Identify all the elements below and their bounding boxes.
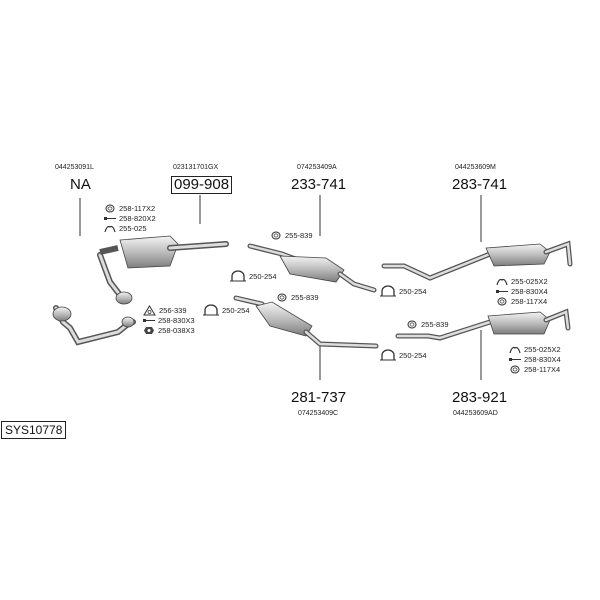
fitting-item[interactable]: 255-839 (406, 320, 449, 329)
part-number-na: NA (70, 176, 91, 193)
middle-silencer-top (247, 243, 377, 293)
part-number-cat[interactable]: 099-908 (171, 176, 233, 194)
ring-clamp-icon (510, 365, 520, 374)
fitting-label: 258-117X2 (119, 204, 156, 213)
hanger-icon (509, 346, 521, 354)
bolt-icon (496, 290, 508, 293)
fitting-item[interactable]: 255-025X2 (509, 345, 561, 354)
fitting-item[interactable]: 258-830X4 (496, 287, 548, 296)
fitting-item[interactable]: 258-038X3 (143, 326, 195, 335)
fitting-item[interactable]: 255-025 (104, 224, 147, 233)
oem-number-mid-bottom: 074253409C (298, 410, 339, 417)
ring-clamp-icon (271, 231, 281, 240)
fitting-item[interactable]: 258-830X3 (143, 316, 195, 325)
bolt-icon (509, 358, 521, 361)
rear-silencer-bottom (395, 308, 571, 341)
fitting-label: 255-839 (421, 320, 449, 329)
oem-number-mid-top: 074253409A (297, 164, 337, 171)
fitting-label: 250-254 (249, 271, 277, 281)
u-clamp-icon (380, 349, 396, 361)
triangle-gasket-icon (143, 305, 156, 316)
fitting-label: 258-117X4 (524, 365, 561, 374)
oem-number-na: 044253091L (55, 164, 94, 171)
fitting-item[interactable]: 256-339 (143, 305, 187, 316)
fitting-item[interactable]: 258-117X4 (509, 365, 560, 374)
part-number-rear-top[interactable]: 283-741 (452, 176, 508, 193)
fitting-label: 255-025 (119, 224, 147, 233)
fitting-item[interactable]: 250-254 (230, 270, 277, 282)
system-code-label: SYS10778 (1, 421, 67, 439)
part-number-rear-bottom[interactable]: 283-921 (452, 389, 508, 406)
fitting-item[interactable]: 258-117X4 (496, 297, 547, 306)
u-clamp-icon (203, 304, 219, 316)
nut-icon (144, 327, 154, 334)
middle-silencer-bottom (233, 295, 379, 349)
fitting-item[interactable]: 255-839 (276, 293, 319, 302)
fitting-item[interactable]: 258-117X2 (104, 204, 155, 213)
fitting-label: 258-830X3 (158, 316, 195, 325)
fitting-item[interactable]: 255-839 (270, 231, 313, 240)
fitting-label: 258-820X2 (119, 214, 156, 223)
fitting-label: 255-025X2 (511, 277, 548, 286)
fitting-item[interactable]: 255-025X2 (496, 277, 548, 286)
fitting-item[interactable]: 258-820X2 (104, 214, 156, 223)
front-pipe-na (52, 252, 136, 346)
fitting-label: 258-830X4 (511, 287, 548, 296)
fitting-label: 258-038X3 (158, 326, 195, 335)
catalytic-converter (99, 235, 229, 269)
fitting-label: 250-254 (399, 350, 427, 360)
bolt-icon (143, 319, 155, 322)
bolt-icon (104, 217, 116, 220)
ring-clamp-icon (497, 297, 507, 306)
ring-clamp-icon (277, 293, 287, 302)
part-number-mid-top[interactable]: 233-741 (291, 176, 347, 193)
fitting-label: 255-839 (291, 293, 319, 302)
oem-number-rear-top: 044253609M (455, 164, 496, 171)
ring-clamp-icon (407, 320, 417, 329)
fitting-item[interactable]: 250-254 (380, 349, 427, 361)
hanger-icon (104, 225, 116, 233)
fitting-label: 255-025X2 (524, 345, 561, 354)
fitting-item[interactable]: 250-254 (203, 304, 250, 316)
fitting-label: 250-254 (222, 305, 250, 315)
fitting-label: 255-839 (285, 231, 313, 240)
hanger-icon (496, 278, 508, 286)
oem-number-cat: 023131701GX (173, 164, 219, 171)
fitting-item[interactable]: 258-830X4 (509, 355, 561, 364)
rear-silencer-top (381, 240, 573, 281)
fitting-label: 256-339 (159, 306, 187, 315)
u-clamp-icon (230, 270, 246, 282)
fitting-label: 258-117X4 (511, 297, 548, 306)
part-number-mid-bottom[interactable]: 281-737 (291, 389, 347, 406)
oem-number-rear-bottom: 044253609AD (453, 410, 498, 417)
fitting-label: 250-254 (399, 286, 427, 296)
fitting-item[interactable]: 250-254 (380, 285, 427, 297)
fitting-label: 258-830X4 (524, 355, 561, 364)
u-clamp-icon (380, 285, 396, 297)
ring-clamp-icon (105, 204, 115, 213)
